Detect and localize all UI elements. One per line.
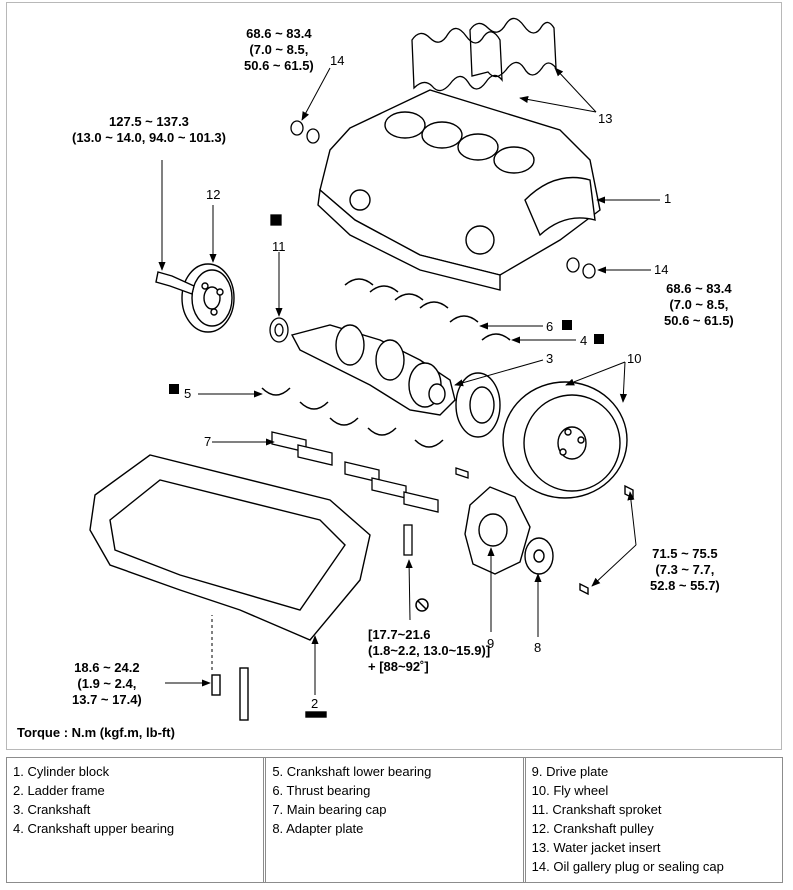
torque-label-12: 127.5 ~ 137.3 (13.0 ~ 14.0, 94.0 ~ 101.3…: [72, 114, 226, 145]
legend-item: 9. Drive plate: [531, 764, 609, 779]
callout-2: 2: [311, 696, 319, 711]
crankshaft-sprocket: [269, 214, 289, 343]
legend-item: 8. Adapter plate: [272, 821, 364, 836]
diagram-frame: [6, 2, 782, 750]
legend-item: 11. Crankshaft sproket: [531, 802, 662, 817]
legend-item: 6. Thrust bearing: [272, 783, 371, 798]
do-not-reuse-icon: [415, 598, 429, 612]
callout-6: 6: [546, 319, 554, 334]
callout-1: 1: [664, 191, 672, 206]
callout-13: 13: [598, 111, 613, 126]
callout-14-right: 14: [654, 262, 669, 277]
callout-4: 4: [580, 333, 588, 348]
ladder-frame: [89, 454, 371, 721]
main-bearing-caps: [271, 431, 439, 513]
callout-10: 10: [627, 351, 642, 366]
legend-item: 4. Crankshaft upper bearing: [13, 821, 175, 836]
torque-unit-note: Torque : N.m (kgf.m, lb-ft): [17, 725, 175, 740]
callout-5: 5: [184, 386, 192, 401]
cap-bolt: [403, 467, 469, 556]
callout-9: 9: [487, 636, 495, 651]
legend-item: 2. Ladder frame: [13, 783, 105, 798]
callout-3: 3: [546, 351, 554, 366]
callout-12: 12: [206, 187, 221, 202]
torque-label-14-top: 68.6 ~ 83.4 (7.0 ~ 8.5, 50.6 ~ 61.5): [244, 26, 314, 73]
legend-item: 12. Crankshaft pulley: [531, 821, 654, 836]
legend-item: 5. Crankshaft lower bearing: [272, 764, 432, 779]
legend-item: 14. Oil gallery plug or sealing cap: [531, 859, 724, 874]
legend-item: 3. Crankshaft: [13, 802, 91, 817]
crankshaft-pulley: [155, 263, 235, 333]
callout-11: 11: [272, 239, 286, 254]
legend-column-2: 5. Crankshaft lower bearing 6. Thrust be…: [266, 758, 526, 882]
legend-item: 7. Main bearing cap: [272, 802, 387, 817]
callout-7: 7: [204, 434, 212, 449]
exploded-engine-diagram: [89, 17, 660, 721]
legend-item: 1. Cylinder block: [13, 764, 110, 779]
legend-column-1: 1. Cylinder block 2. Ladder frame 3. Cra…: [7, 758, 267, 882]
cylinder-block: [317, 89, 601, 291]
callout-8: 8: [534, 640, 542, 655]
drive-plate: [464, 486, 531, 575]
torque-label-flywheel: 71.5 ~ 75.5 (7.3 ~ 7.7, 52.8 ~ 55.7): [650, 546, 720, 593]
torque-label-14-right: 68.6 ~ 83.4 (7.0 ~ 8.5, 50.6 ~ 61.5): [664, 281, 734, 328]
oil-gallery-plug: [290, 120, 596, 279]
legend-item: 10. Fly wheel: [531, 783, 609, 798]
adapter-plate: [524, 537, 554, 575]
flywheel: [455, 372, 634, 596]
crankshaft-lower-bearings: [261, 387, 444, 448]
torque-label-pan: 18.6 ~ 24.2 (1.9 ~ 2.4, 13.7 ~ 17.4): [72, 660, 142, 707]
legend-column-3: 9. Drive plate 10. Fly wheel 11. Cranksh…: [526, 758, 782, 882]
crankshaft: [290, 324, 456, 416]
parts-legend: 1. Cylinder block 2. Ladder frame 3. Cra…: [6, 757, 783, 883]
callout-14-top: 14: [330, 53, 345, 68]
torque-label-main-cap: [17.7~21.6 (1.8~2.2, 13.0~15.9)] + [88~9…: [368, 627, 491, 674]
legend-item: 13. Water jacket insert: [531, 840, 661, 855]
leader-lines: [158, 67, 660, 695]
crankshaft-upper-bearings: [344, 278, 511, 341]
water-jacket-insert: [411, 17, 557, 92]
